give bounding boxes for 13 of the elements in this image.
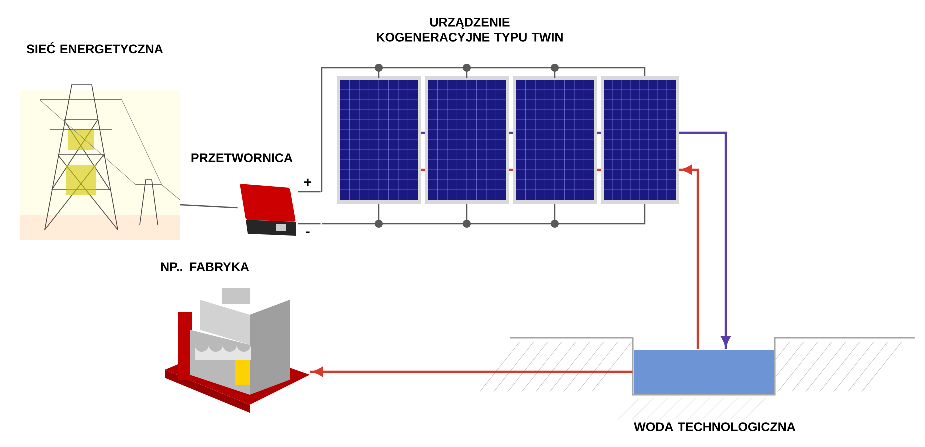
node-label: URZĄDZENIE KOGENERACYJNE TYPU TWIN [377,18,563,42]
node-label: PRZETWORNICA [192,154,293,162]
edge-label: + [302,178,314,188]
wire [180,204,238,209]
edge-label: - [304,230,312,238]
node-label: SIEĆ ENERGETYCZNA [26,42,164,54]
node-label: WODA TECHNOLOGICZNA [634,422,796,432]
arrow [679,132,731,350]
arrow [679,165,700,350]
node-label: NP.. FABRYKA [161,262,250,272]
wire [298,191,321,193]
wire [298,223,321,225]
arrow [310,367,633,377]
